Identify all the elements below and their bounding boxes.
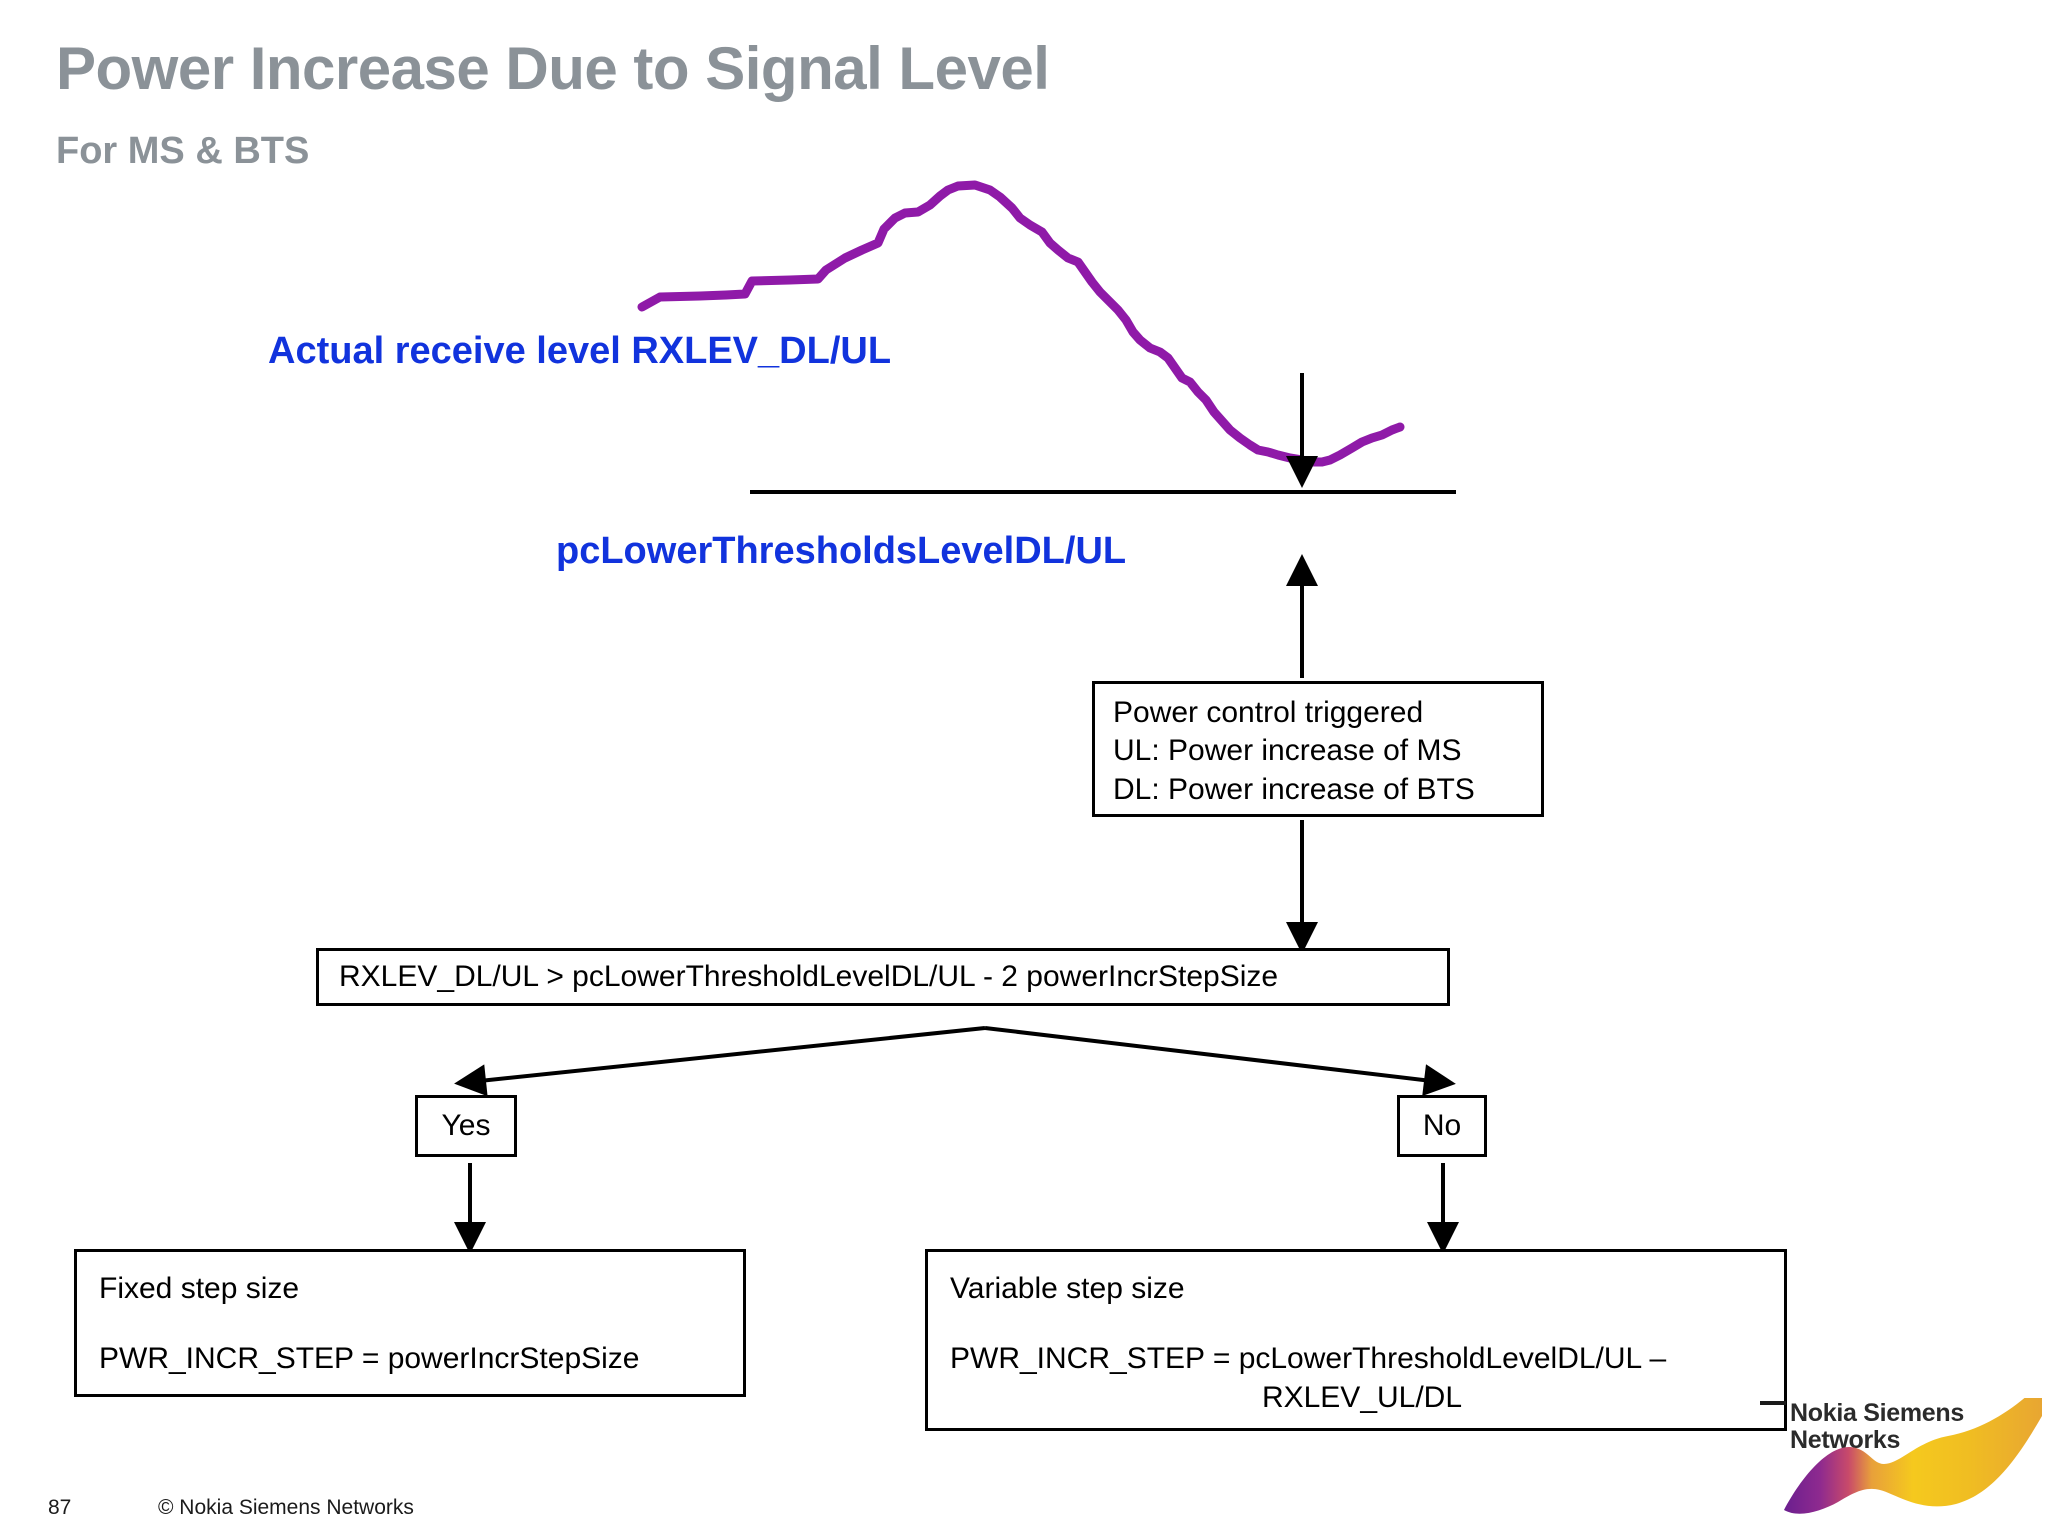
trigger-line-2: UL: Power increase of MS: [1113, 734, 1462, 768]
condition-box: RXLEV_DL/UL > pcLowerThresholdLevelDL/UL…: [316, 948, 1450, 1006]
fixed-line-1: Fixed step size: [99, 1272, 300, 1305]
variable-step-size-box: Variable step size PWR_INCR_STEP = pcLow…: [925, 1249, 1787, 1431]
label-pclower-threshold: pcLowerThresholdsLevelDL/UL: [556, 530, 1127, 572]
branch-label-no: No: [1422, 1108, 1462, 1142]
fixed-line-2: PWR_INCR_STEP = powerIncrStepSize: [99, 1342, 640, 1376]
branch-label-yes: Yes: [441, 1108, 491, 1142]
branch-box-no: No: [1397, 1095, 1487, 1157]
logo-wordmark: Nokia Siemens Networks: [1790, 1400, 1964, 1453]
page-subtitle: For MS & BTS: [56, 130, 310, 172]
branch-arrow-yes: [454, 1026, 986, 1097]
trigger-line-1: Power control triggered: [1113, 696, 1424, 729]
variable-line-1: Variable step size: [950, 1272, 1185, 1305]
rxlev-signal-curve: [637, 180, 1405, 467]
label-actual-receive-level: Actual receive level RXLEV_DL/UL: [268, 330, 892, 372]
branch-box-yes: Yes: [415, 1095, 517, 1157]
branch-arrow-no: [984, 1026, 1456, 1097]
footer-page-number: 87: [48, 1496, 72, 1519]
condition-text: RXLEV_DL/UL > pcLowerThresholdLevelDL/UL…: [339, 959, 1279, 993]
logo-rule: [1760, 1401, 1786, 1405]
power-control-trigger-box: Power control triggered UL: Power increa…: [1092, 681, 1544, 817]
variable-line-3: RXLEV_UL/DL: [1261, 1380, 1463, 1414]
footer-copyright: © Nokia Siemens Networks: [158, 1496, 414, 1519]
logo-line-1: Nokia Siemens: [1790, 1399, 1964, 1427]
nokia-siemens-networks-swoosh-icon: [1784, 1398, 2042, 1514]
page-title: Power Increase Due to Signal Level: [56, 35, 1050, 102]
variable-line-2: PWR_INCR_STEP = pcLowerThresholdLevelDL/…: [950, 1342, 1667, 1376]
fixed-step-size-box: Fixed step size PWR_INCR_STEP = powerInc…: [74, 1249, 746, 1397]
trigger-line-3: DL: Power increase of BTS: [1113, 772, 1475, 806]
